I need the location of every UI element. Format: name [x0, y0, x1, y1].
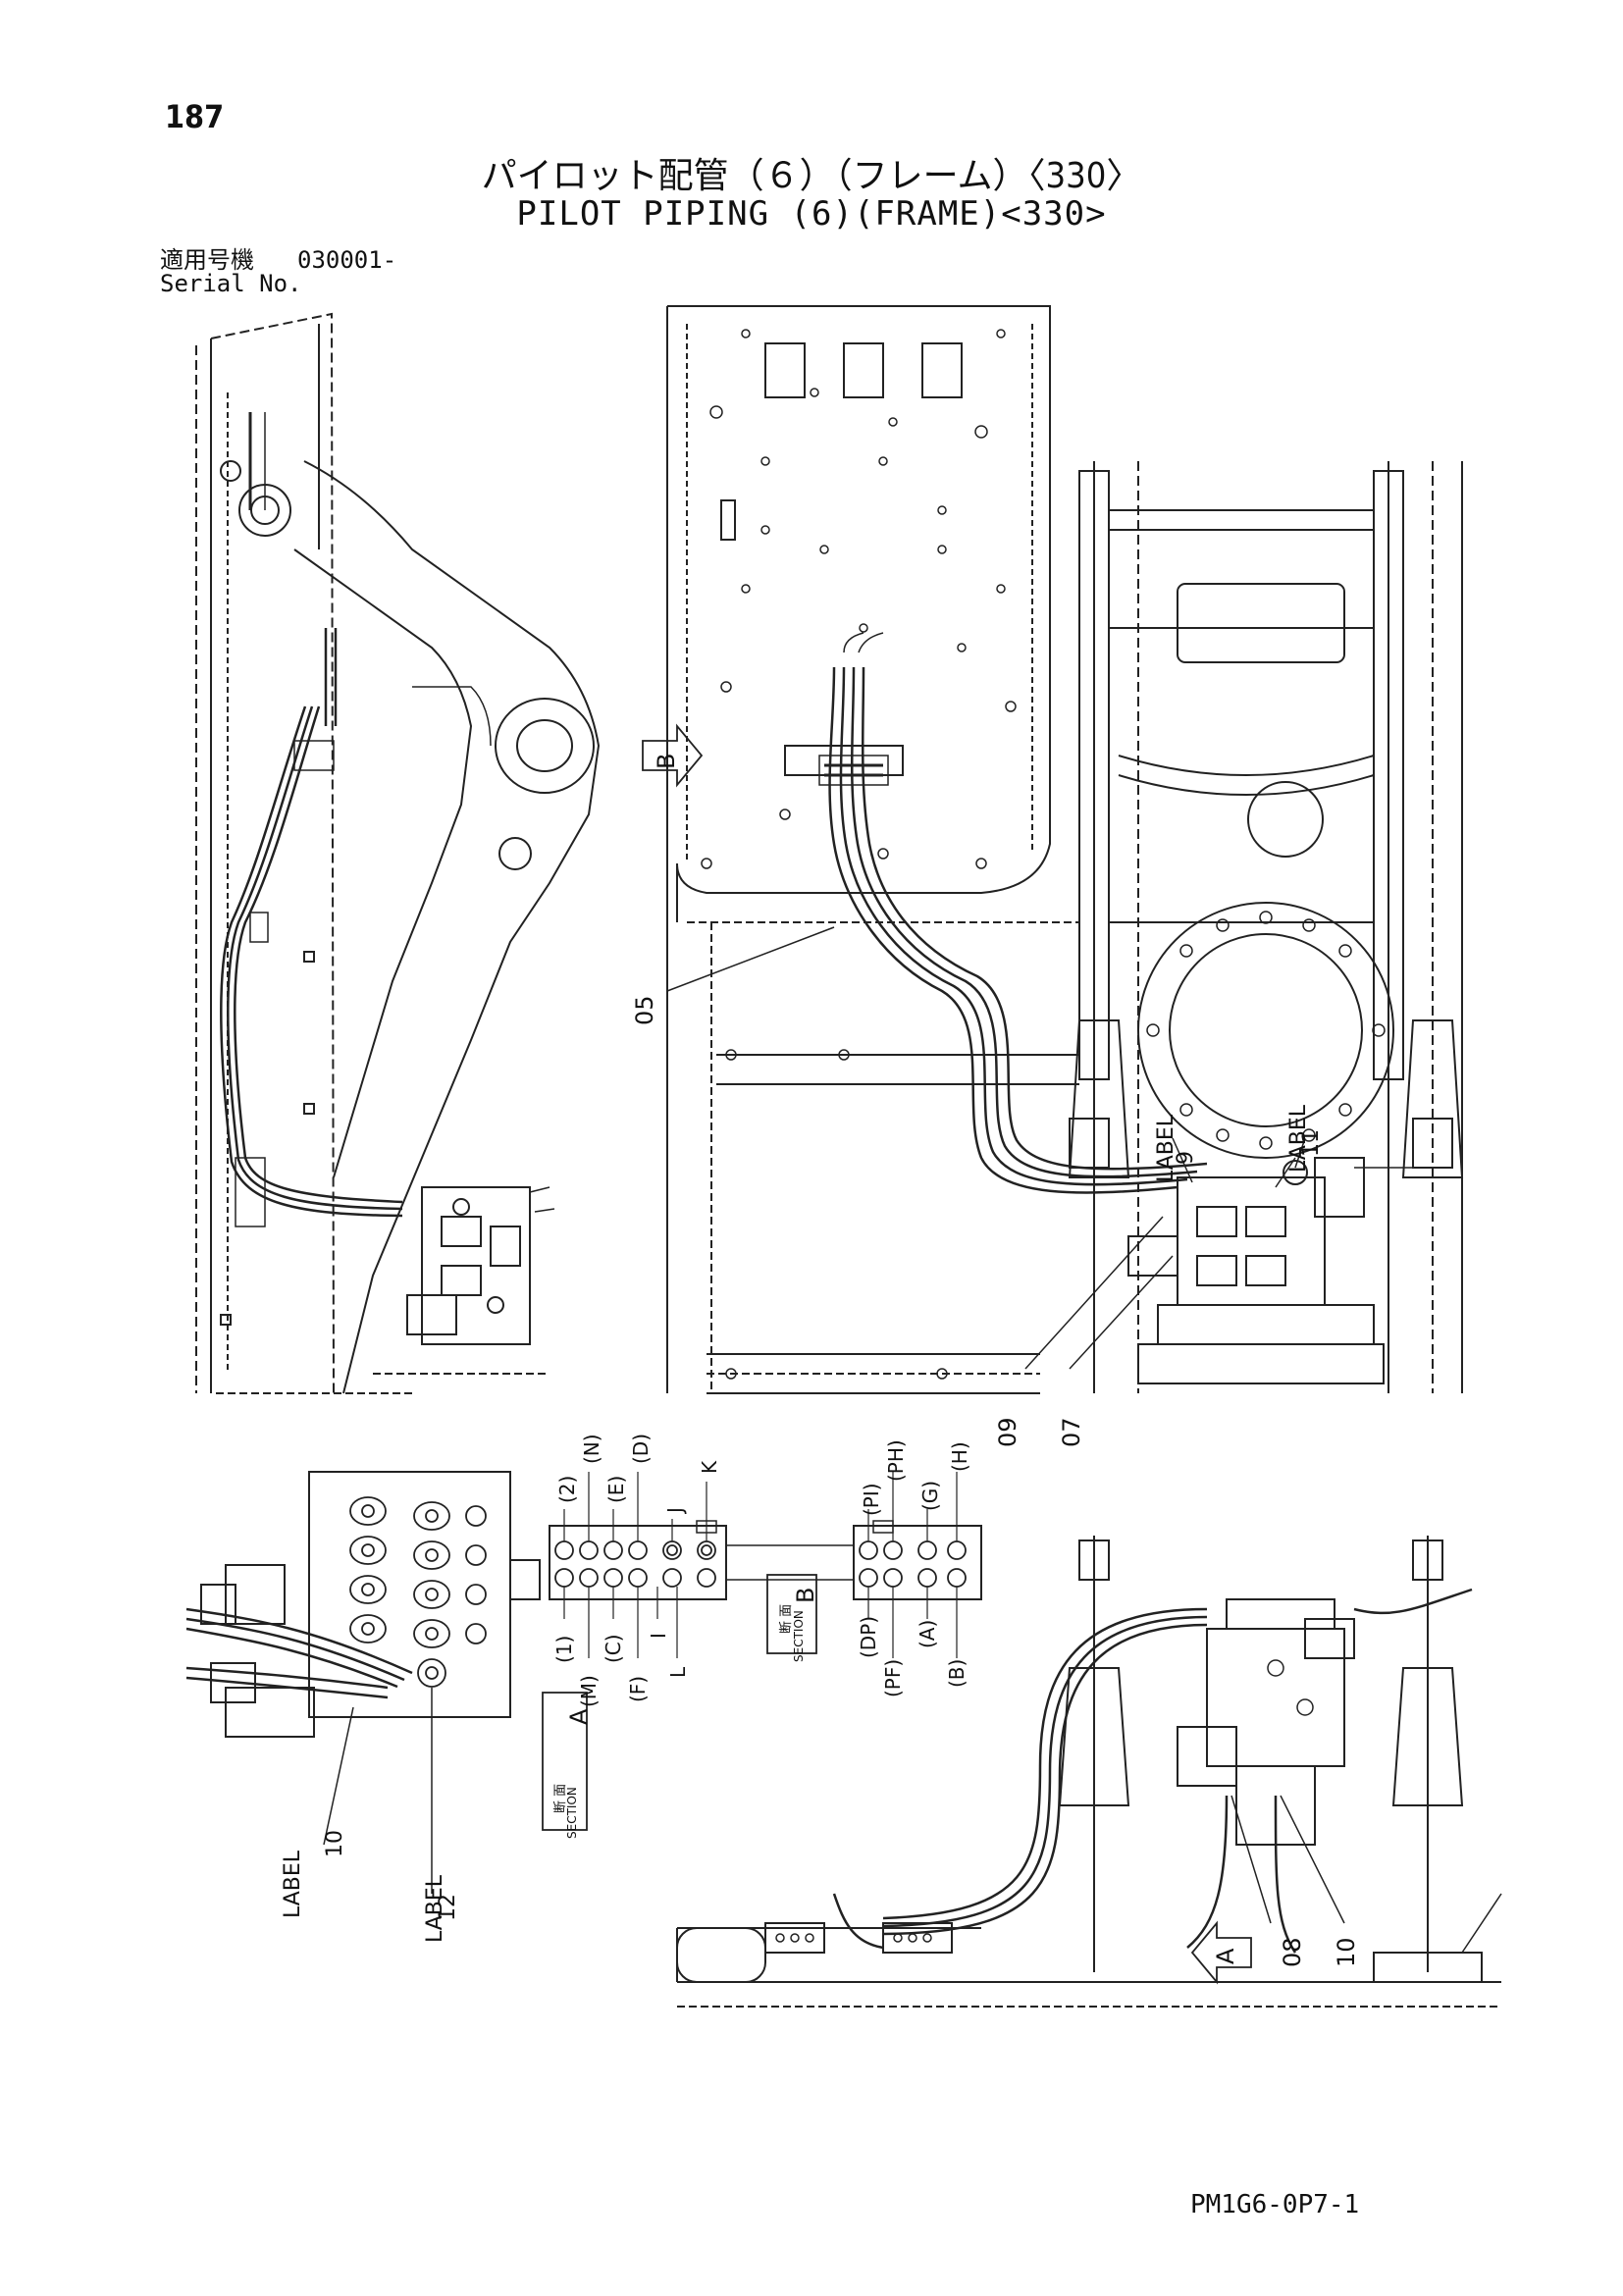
port-top-right-3: (G)	[918, 1481, 942, 1511]
title-japanese: パイロット配管（６）（フレーム）〈330〉	[481, 156, 1142, 196]
callout-12: 12	[436, 1894, 460, 1921]
section-b-detail	[549, 1472, 982, 1658]
port-bottom-right-2: (PF)	[881, 1659, 905, 1697]
serial-label-jp: 適用号機	[160, 246, 254, 274]
left-side-view	[195, 312, 601, 1394]
port-top-left-5: J	[663, 1507, 687, 1515]
callout-05: 05	[631, 995, 658, 1025]
serial-label-en: Serial No.	[160, 270, 302, 297]
port-bottom-left-5: I	[647, 1633, 670, 1639]
section-b-tag	[766, 1574, 817, 1654]
port-top-right-2: (PH)	[884, 1439, 908, 1482]
section-a-tag-en: SECTION	[565, 1787, 579, 1839]
port-top-right-4: (H)	[948, 1441, 971, 1472]
arrow-b-letter: B	[653, 754, 680, 769]
callout-07: 07	[1058, 1417, 1085, 1447]
port-top-left-2: (N)	[580, 1434, 603, 1464]
callout-label-11: LABEL	[1286, 1104, 1311, 1173]
section-b-tag-jp: 断 面	[779, 1604, 794, 1634]
callout-leaders	[323, 926, 1345, 1924]
serial-block: 適用号機 030001- Serial No.	[160, 248, 396, 295]
port-top-left-6: K	[698, 1460, 721, 1474]
section-b-tag-letter: B	[792, 1588, 819, 1603]
callout-10-left: 10	[323, 1830, 347, 1857]
section-b-top-right-fittings	[859, 1540, 967, 1560]
port-bottom-right-4: (B)	[945, 1659, 969, 1688]
port-bottom-left-3: (C)	[602, 1634, 625, 1663]
port-bottom-left-2: (M)	[577, 1675, 601, 1707]
page-number: 187	[165, 98, 225, 135]
port-top-left-4: (D)	[629, 1434, 653, 1464]
swing-frame-view	[1068, 461, 1464, 1393]
port-bottom-left-6: L	[666, 1666, 690, 1678]
callout-9: 9	[1174, 1151, 1198, 1165]
port-top-left-1: (2)	[555, 1476, 579, 1503]
section-b-top-left-fittings	[554, 1540, 716, 1560]
callout-label-10: LABEL	[281, 1850, 305, 1918]
section-a-tag-jp: 断 面	[553, 1784, 568, 1813]
port-bottom-left-4: (F)	[626, 1676, 650, 1702]
serial-value: 030001-	[297, 246, 397, 274]
section-a-detail	[185, 1471, 588, 1831]
view-arrow-a	[1190, 1920, 1252, 1985]
callout-09-lower: 09	[994, 1417, 1021, 1447]
section-b-bottom-right-fittings	[859, 1568, 967, 1588]
port-top-right-1: (PI)	[860, 1483, 883, 1516]
section-b-tag-en: SECTION	[792, 1610, 806, 1662]
section-a-tag-letter: A	[565, 1708, 593, 1725]
arrow-a-letter: A	[1212, 1948, 1239, 1964]
title-english: PILOT PIPING (6)(FRAME)<330>	[516, 194, 1107, 234]
callout-label-12: LABEL	[423, 1874, 447, 1943]
port-top-left-3: (E)	[604, 1476, 628, 1503]
callout-08: 08	[1279, 1937, 1306, 1967]
section-a-tag	[542, 1692, 588, 1831]
callout-11: 11	[1299, 1129, 1324, 1157]
frame-plate-view	[666, 305, 1208, 1394]
bottom-right-view	[676, 1536, 1502, 2008]
port-bottom-right-1: (DP)	[857, 1616, 880, 1658]
port-bottom-right-3: (A)	[916, 1620, 939, 1648]
port-bottom-left-1: (1)	[552, 1636, 576, 1663]
document-code: PM1G6-0P7-1	[1190, 2190, 1360, 2219]
callout-label-9: LABEL	[1154, 1114, 1178, 1182]
view-arrow-b	[642, 723, 704, 788]
callout-10-right: 10	[1333, 1937, 1360, 1967]
serial-row-jp: 適用号機 030001-	[160, 248, 396, 272]
section-b-bottom-left-fittings	[554, 1568, 716, 1588]
